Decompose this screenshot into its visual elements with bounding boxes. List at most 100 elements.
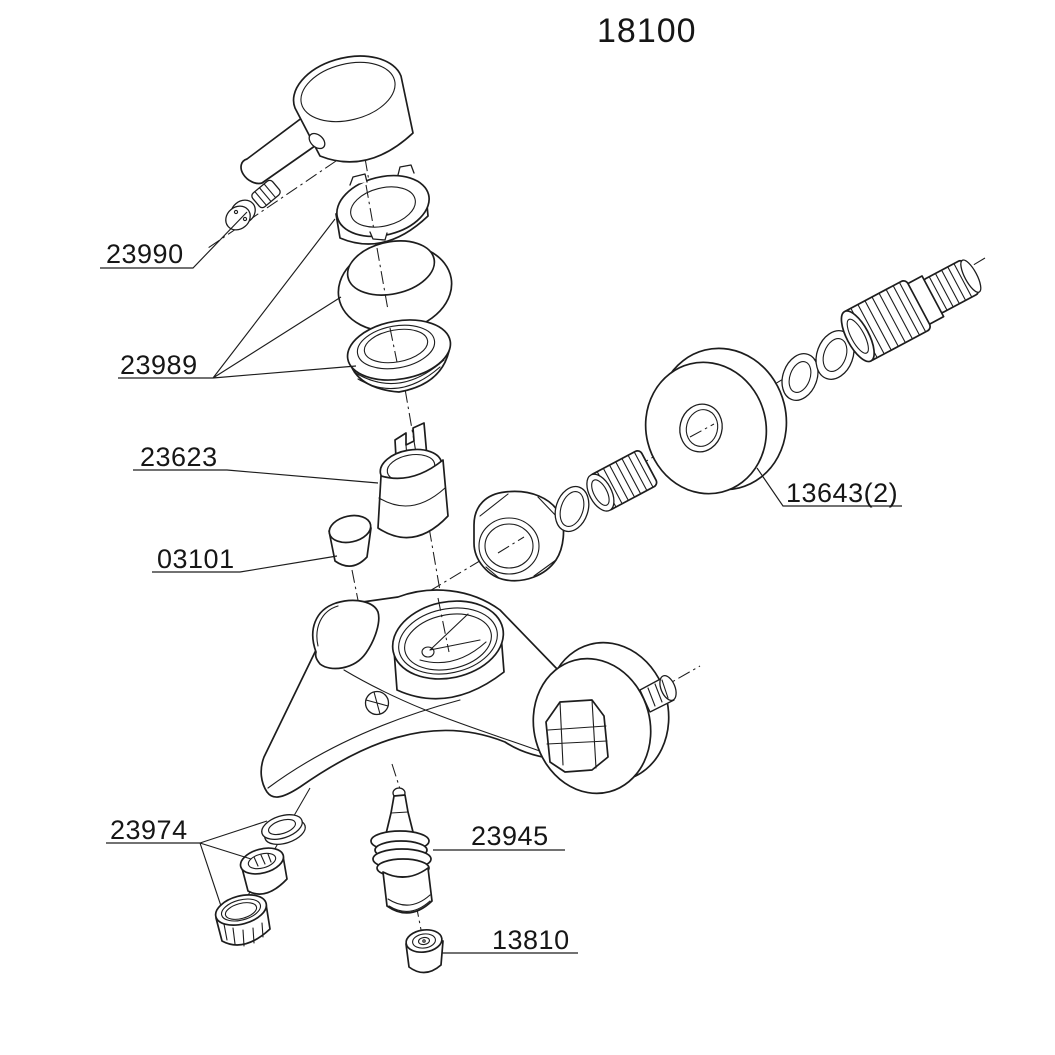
axis-through-nut: [497, 536, 525, 554]
set-screw-threads: [254, 183, 277, 206]
diverter-stem-line: [390, 811, 409, 814]
nipple-bore: [591, 479, 610, 506]
handle-lever: [240, 116, 323, 185]
aerator-washer-part: [261, 814, 306, 845]
nipple-face: [586, 473, 615, 512]
aerator-housing-thread2: [224, 902, 258, 920]
aerator-set: [214, 814, 306, 947]
cartridge-part: [377, 422, 449, 539]
axis-through-capnut: [365, 184, 375, 231]
screw-cover-part: [225, 199, 256, 231]
centerline-overlays: [365, 184, 715, 653]
wall-union-part: [840, 259, 982, 363]
deck-flap-edge: [316, 605, 339, 647]
nut-facets: [479, 493, 560, 579]
centerline-group: [207, 111, 986, 941]
nut-bore-inner: [484, 523, 534, 569]
handle-screw-hole: [308, 132, 326, 150]
housing-thread-2: [404, 613, 492, 671]
body-hex-facets: [546, 699, 608, 769]
leader-23989: [118, 218, 357, 379]
cover-dot-1: [233, 209, 239, 215]
cap-nut-part: [335, 164, 430, 245]
set-screw-part: [251, 179, 281, 209]
cap-center: [422, 939, 426, 943]
o-ring-part: [554, 485, 590, 533]
capnut-rim: [336, 174, 430, 238]
body-crease-1: [343, 669, 557, 758]
nut-bore-outer: [478, 517, 540, 575]
callout-label-03101: 03101: [157, 544, 235, 574]
cover-dot-2: [242, 216, 248, 222]
callout-label-23990: 23990: [106, 239, 184, 269]
diverter-threads: [387, 894, 431, 912]
aerator-housing-knurl: [223, 922, 264, 947]
housing-inside-detail: [419, 613, 487, 664]
aerator-insert-hatch: [253, 853, 272, 867]
union-big-face: [840, 310, 875, 363]
deck-screw-hole: [364, 690, 390, 716]
coupling-nut-part: [473, 490, 565, 582]
cartridge-body: [377, 459, 449, 539]
body-wall-connection: [532, 641, 677, 795]
diverter-part: [370, 787, 433, 914]
set-screw-body: [251, 179, 281, 209]
axis-through-lockring: [389, 327, 398, 363]
capnut-castellations: [349, 164, 415, 241]
housing-inside-pin: [421, 646, 435, 658]
dome-ring-part: [337, 240, 453, 333]
cartridge-housing: [391, 600, 505, 700]
housing-thread-1: [398, 607, 498, 675]
callout-label-23974: 23974: [110, 815, 188, 845]
callout-label-23945: 23945: [471, 821, 549, 851]
cap-ring-2: [417, 936, 431, 946]
aerator-housing-thread1: [220, 898, 262, 922]
faucet-body: [260, 589, 677, 798]
aerator-washer-hole: [267, 818, 297, 836]
leader-03101: [152, 555, 338, 573]
body-hex-collar: [545, 699, 609, 773]
body-crease-2: [267, 699, 461, 789]
handle-plug-part: [328, 514, 372, 567]
washer-part-1: [781, 353, 819, 401]
lockring-bore-inner: [363, 328, 429, 364]
aerator-insert-mesh: [247, 852, 277, 870]
o-ring-inner: [559, 490, 585, 528]
dome-opening: [346, 240, 436, 296]
handle-stack: [225, 55, 453, 567]
diagram-title: 18100: [597, 12, 697, 50]
handle-part: [240, 55, 414, 185]
escutcheon-part: [644, 347, 788, 495]
callout-label-23989: 23989: [120, 350, 198, 380]
handle-screw-axis: [207, 160, 337, 249]
capnut-bore: [350, 186, 416, 228]
nipple-part: [586, 450, 658, 512]
union-small-end: [960, 259, 982, 293]
axis-through-escutcheon: [689, 423, 715, 438]
cover-bottom: [225, 205, 251, 231]
leader-23974: [106, 820, 268, 907]
screw-hole-cross: [365, 691, 389, 715]
axis-through-dome: [376, 247, 389, 311]
cap-ring-1: [412, 933, 436, 949]
washer1-inner: [788, 361, 812, 393]
washer2-inner: [822, 338, 848, 372]
lock-ring-part: [346, 319, 452, 393]
labels: 18100 23990 23989 23623 03101 13643(2) 2…: [106, 12, 898, 955]
leader-23623: [133, 469, 379, 484]
handle-top-rim: [300, 61, 396, 123]
aerator-housing-part: [214, 894, 271, 947]
escutcheon-hole-inner: [685, 409, 719, 447]
o-ring-outer: [554, 485, 590, 533]
plug-top: [328, 514, 372, 544]
leader-13643: [756, 467, 902, 507]
union-small-thread-lines: [929, 263, 972, 310]
aerator-washer-front: [261, 814, 303, 840]
outlet-stub-threads: [647, 679, 669, 707]
callout-label-13810: 13810: [492, 925, 570, 955]
leader-23990: [100, 211, 248, 269]
lockring-bore-outer: [356, 324, 436, 370]
callout-label-23623: 23623: [140, 442, 218, 472]
